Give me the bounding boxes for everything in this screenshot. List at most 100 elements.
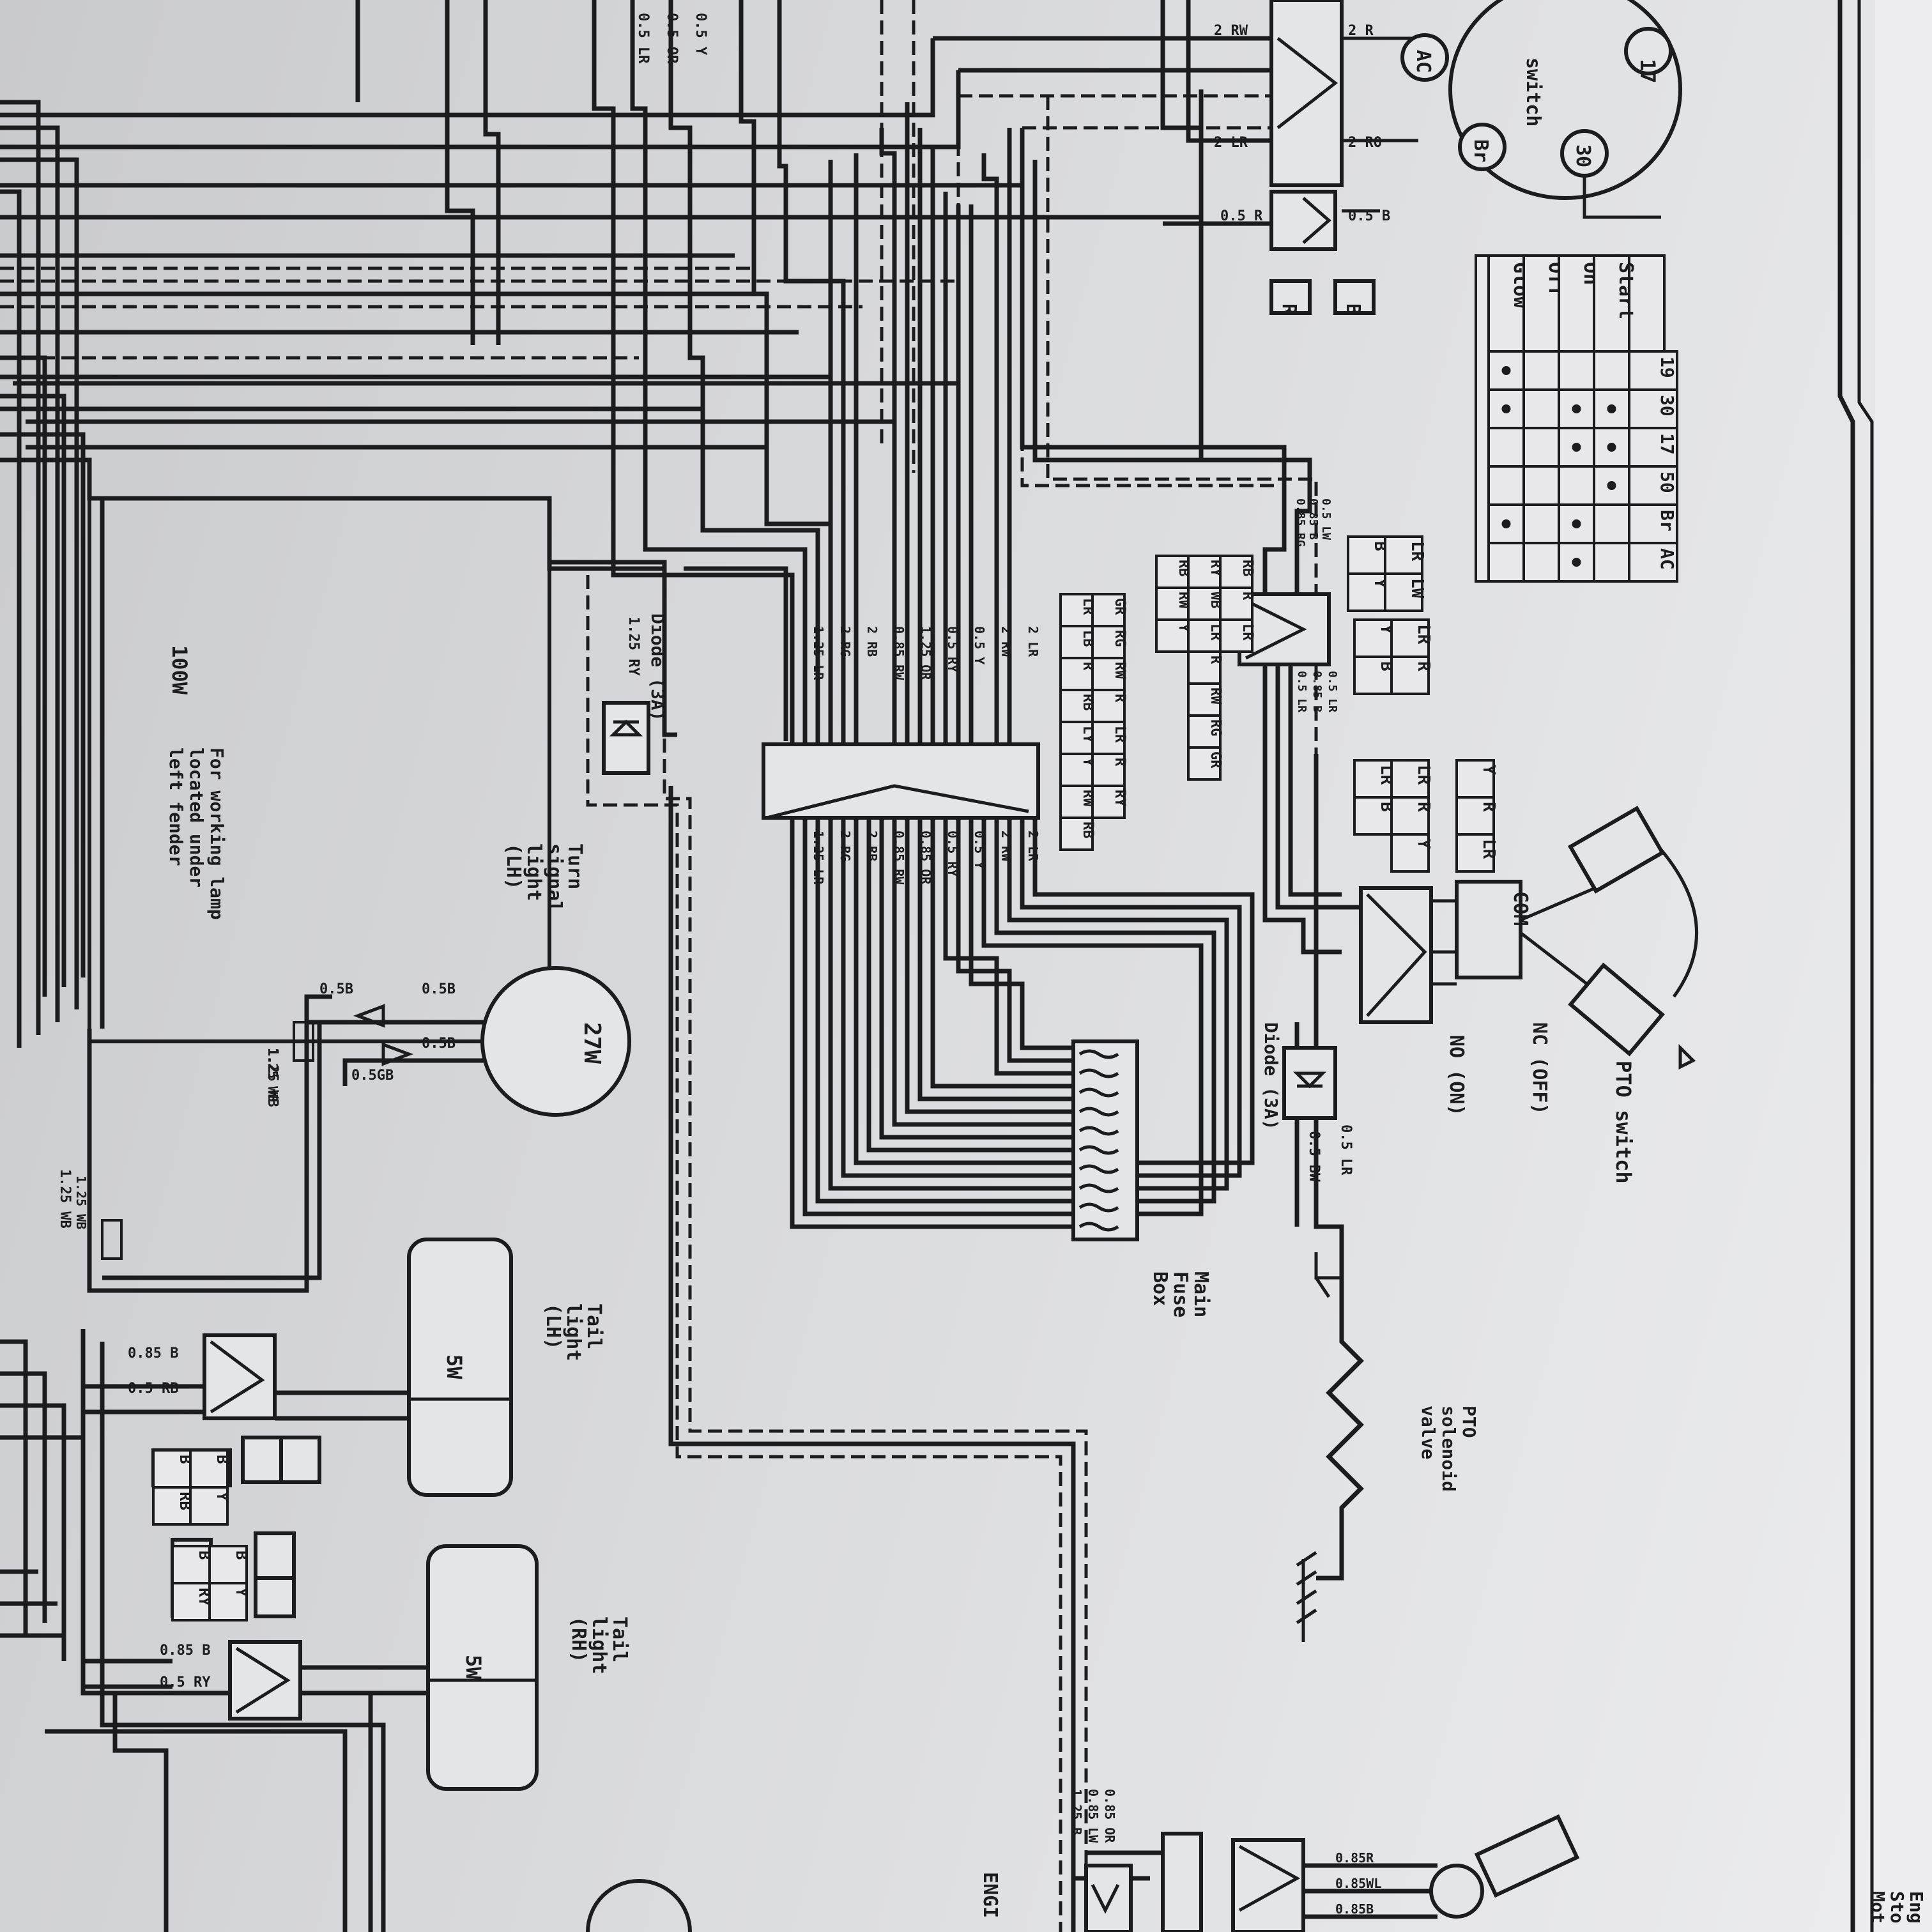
wire-label-bundle-mid: 2 RB (864, 626, 880, 657)
main-connector-bottom-grid-pin: RB (1080, 822, 1096, 839)
diode-left-label: Diode (3A) (647, 613, 668, 721)
key-b-connector (1333, 279, 1376, 315)
main-connector-bottom-grid-pin: R (1112, 758, 1128, 767)
tail-light-rh (426, 1544, 539, 1791)
engine-partial-label: ENGI (979, 1872, 1001, 1918)
pto-connector-d-pin: LR (1479, 839, 1498, 859)
pto-switch-area (1262, 664, 1698, 1642)
turn-signal-lh-label: signal (543, 843, 565, 912)
switch-contact-dot (1572, 443, 1581, 452)
turn-signal-wire-bottom: 0.5B (422, 1036, 456, 1052)
pto-connector-d-pin: Y (1479, 765, 1498, 775)
key-wire-3: 2 RO (1348, 135, 1382, 151)
switch-contact-dot (1501, 404, 1511, 413)
wire-label-bundle-top: 0.85 RG (1294, 498, 1307, 547)
switch-table-column-label: 30 (1657, 395, 1678, 417)
wire-label-bundle-top: 0.85 B (1307, 498, 1320, 540)
wire-label-bottom-mid: 0.85 LW (1085, 1789, 1101, 1843)
wire-label-bundle-bottom: 1.25 LR (811, 831, 826, 885)
key-switch-relay (1269, 190, 1337, 251)
key-r-connector (1269, 279, 1312, 315)
tail-light-lh-rating: 5W (442, 1354, 466, 1379)
turn-signal-lh-label: light (523, 843, 545, 901)
engine-stop-label: Sto (1887, 1891, 1908, 1924)
switch-contact-dot (1572, 519, 1581, 528)
pto-relay (1359, 886, 1433, 1024)
pto-connector-a-pin: LR (1407, 541, 1427, 562)
wire-label-upper-left: 0.5 OR (664, 13, 680, 64)
wire-label-upper-left: 0.5 Y (693, 13, 709, 56)
wire-label-bundle-mid: 0.5 Y (972, 626, 987, 664)
tail-rh-wire-a: 0.85 B (160, 1643, 210, 1659)
turn-signal-lh-label: Turn (564, 843, 586, 889)
pto-connector-c-pin: LR (1414, 765, 1433, 785)
tail-lh-wire-b: 0.5 RB (128, 1381, 178, 1397)
switch-contact-dot (1501, 519, 1511, 528)
tail-lh-pair-grid-pin: B (213, 1455, 231, 1464)
main-connector-top-grid-pin: GR (1208, 751, 1223, 769)
pto-connector-d-pin: R (1479, 802, 1498, 812)
tail-lh-pair-grid-pin: Y (213, 1492, 231, 1501)
engine-stop-label: Mot (1867, 1891, 1889, 1924)
turn-signal-lead-top: 0.5B (319, 981, 353, 997)
turn-signal-lh-label: (LH) (502, 843, 525, 889)
pto-connector-b-pin: R (1414, 661, 1433, 671)
tail-light-lh-label: (LH) (542, 1303, 564, 1349)
switch-table-row-label: Start (1614, 262, 1637, 319)
key-wire-0: 2 RW (1214, 23, 1248, 39)
text-labels: Turnsignallight(LH)27W0.5B0.5B0.5B0.5GB1… (57, 13, 1927, 1924)
turn-signal-wire-top: 0.5B (422, 981, 456, 997)
wire-label-bundle-bottom: 0.85 RW (891, 831, 907, 885)
fuse-box-feed-lines (790, 818, 1255, 1229)
terminal-30-label: 30 (1572, 144, 1594, 167)
pto-com-label: COM (1509, 891, 1531, 926)
key-wire-2: 2 LR (1214, 135, 1248, 151)
switch-contact-dot (1572, 558, 1581, 567)
sheet-border (1837, 0, 1932, 1932)
pto-connector-c-pin: R (1414, 802, 1433, 812)
wire-label-bundle-bottom: 2 LR (1025, 831, 1041, 862)
main-connector-bottom-grid-pin: GR (1112, 598, 1128, 615)
pto-connector-a-pin: LW (1407, 578, 1427, 599)
main-connector-bottom-grid-pin: RG (1112, 630, 1128, 647)
pto-nc-label: NC (OFF) (1528, 1022, 1551, 1115)
switch-contact-dot (1501, 366, 1511, 375)
turn-signal-feed: 1.25 WB (264, 1048, 280, 1107)
switch-contact-dot (1607, 404, 1616, 413)
switch-table-column-label: AC (1657, 548, 1678, 570)
key-r-connector-label: R (1278, 303, 1300, 316)
pto-solenoid-label: PTO (1459, 1406, 1480, 1438)
tail-rh-pair-grid-pin: Y (233, 1588, 250, 1597)
wire-label-bundle-bottom: 0.85 OR (918, 831, 933, 885)
switch-table-column-label: 19 (1657, 356, 1678, 378)
main-connector-bottom-grid-pin: RY (1112, 790, 1128, 807)
engine-stop-wire: 0.85WL (1335, 1876, 1381, 1891)
tail-light-lh-label: light (562, 1303, 585, 1361)
engine-stop-wire: 0.85B (1335, 1901, 1374, 1917)
diode-left (602, 701, 650, 775)
wire-label-bottom-mid: 0.85 OR (1102, 1789, 1117, 1843)
wire-label-right-vertical: 0.85 B (1310, 671, 1324, 712)
working-lamp-note: left fender (165, 747, 187, 866)
switch-contact-dot (1572, 404, 1581, 413)
engine-stop-wire: 0.85R (1335, 1850, 1374, 1866)
pto-solenoid-wire: 0.5 LR (1338, 1124, 1354, 1176)
connector-feed-lines (355, 0, 1318, 754)
key-wire-5: 0.5 B (1348, 208, 1390, 224)
switch-table-column-label: 50 (1657, 471, 1678, 493)
pto-connector-c-pin: Y (1414, 839, 1433, 849)
switch-table-column-header (1628, 350, 1678, 391)
main-connector-top-grid-pin: R (1208, 656, 1223, 664)
terminal-br-label: Br (1469, 139, 1492, 162)
turn-signal-lead-bottom: 0.5GB (351, 1068, 394, 1084)
wire-label-bottom-mid: 1.25 B (1069, 1789, 1084, 1835)
main-connector-top-grid-pin: R (1239, 592, 1255, 601)
working-lamp-feed: 1.25 WB (57, 1169, 73, 1229)
pto-connector-d: Y R LR (1455, 759, 1498, 873)
wire-label-left-low: 1.25 WB (265, 1048, 280, 1101)
